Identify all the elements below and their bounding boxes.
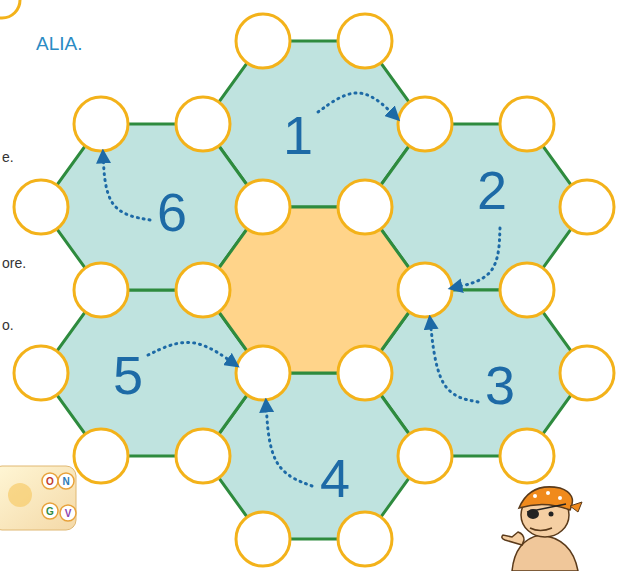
- vertex-circle: [398, 97, 452, 151]
- hexagon-outline: [41, 124, 263, 290]
- pirate-cartoon: [502, 487, 582, 571]
- vertex-circle: [236, 14, 290, 68]
- hexagon-cell: 2: [365, 124, 587, 290]
- vertex-circle: [14, 180, 68, 234]
- corner-circle: [0, 0, 20, 18]
- hexagon-cell: 1: [203, 41, 425, 207]
- hexagon-number: 2: [477, 163, 507, 217]
- logo-letter: V: [65, 508, 72, 519]
- logo: [0, 466, 76, 530]
- logo-letter: N: [62, 476, 69, 487]
- vertex-circles: [14, 14, 614, 566]
- hexagon-number: 5: [113, 348, 143, 402]
- hexagon-number: 6: [157, 185, 187, 239]
- vertex-circle: [74, 263, 128, 317]
- vertex-circle: [338, 14, 392, 68]
- cut-text: e.: [2, 150, 14, 165]
- vertex-circle: [398, 429, 452, 483]
- vertex-circle: [398, 263, 452, 317]
- hexagon-shape: [41, 290, 263, 456]
- cut-text: ALIA.: [36, 34, 82, 55]
- logo-letter: O: [46, 476, 54, 487]
- hexagon-shape: [365, 290, 587, 456]
- vertex-circle: [176, 97, 230, 151]
- hexagon-shape: [41, 124, 263, 290]
- vertex-circle: [560, 180, 614, 234]
- hexagon-shape: [203, 41, 425, 207]
- vertex-circle: [236, 180, 290, 234]
- hexagon-outline: [365, 124, 587, 290]
- hexagon-cell: 4: [203, 373, 425, 539]
- vertex-circle: [74, 429, 128, 483]
- vertex-circle: [176, 263, 230, 317]
- vertex-circle: [236, 346, 290, 400]
- hexagon-number: 1: [283, 108, 313, 162]
- hexagon-number: 4: [320, 451, 350, 505]
- hexagon-cell: 6: [41, 124, 263, 290]
- hexagon-shape: [365, 124, 587, 290]
- hexagon-shape: [203, 373, 425, 539]
- hexagon-number: 3: [485, 358, 515, 412]
- vertex-circle: [338, 180, 392, 234]
- cut-text: o.: [2, 318, 14, 333]
- vertex-circle: [560, 346, 614, 400]
- vertex-circle: [500, 263, 554, 317]
- vertex-circle: [500, 97, 554, 151]
- vertex-circle: [14, 346, 68, 400]
- cut-text: ore.: [2, 256, 26, 271]
- hexagon-outline: [41, 290, 263, 456]
- vertex-circle: [236, 512, 290, 566]
- vertex-circle: [176, 429, 230, 483]
- vertex-circle: [500, 429, 554, 483]
- hexagon-cell: 5: [41, 290, 263, 456]
- logo-letter: G: [46, 506, 54, 517]
- vertex-circle: [74, 97, 128, 151]
- hexagon-cell: 3: [365, 290, 587, 456]
- vertex-circle: [338, 346, 392, 400]
- vertex-circle: [338, 512, 392, 566]
